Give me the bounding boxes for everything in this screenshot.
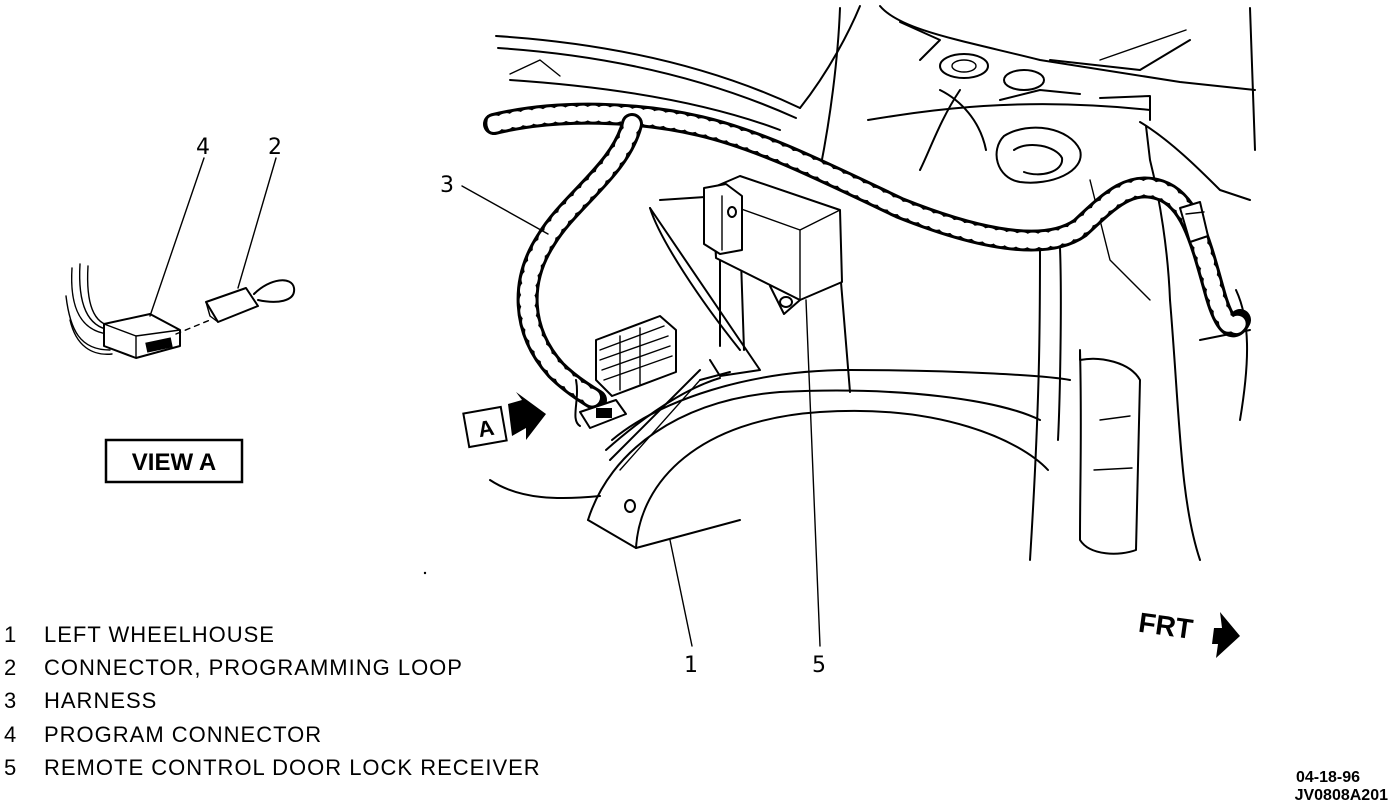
view-a-arrow: A [462,392,546,449]
upper-body-panel [495,5,1256,301]
leader-3 [461,185,549,235]
svg-text:4: 4 [4,722,16,747]
callout-4: 4 [196,135,210,160]
door-lock-receiver [703,175,843,315]
view-a-label: VIEW A [132,449,216,476]
svg-text:2: 2 [4,655,16,680]
figure-date: 04-18-96 [1296,769,1360,786]
svg-text:LEFT WHEELHOUSE: LEFT WHEELHOUSE [44,622,275,647]
front-label: FRT [1137,607,1195,645]
svg-text:HARNESS: HARNESS [44,688,157,713]
callout-3: 3 [440,173,454,198]
legend-item: 4 PROGRAM CONNECTOR [4,722,322,747]
left-wheelhouse [489,195,1251,561]
view-a-box [104,438,244,484]
programming-loop-connector [205,279,296,323]
legend-item: 3 HARNESS [4,688,157,713]
svg-text:REMOTE CONTROL DOOR LOCK RECEI: REMOTE CONTROL DOOR LOCK RECEIVER [44,755,541,780]
legend-item: 2 CONNECTOR, PROGRAMMING LOOP [4,655,463,680]
callout-2: 2 [268,135,282,160]
leader-4 [149,157,205,317]
legend: 1 LEFT WHEELHOUSE 2 CONNECTOR, PROGRAMMI… [4,622,541,780]
legend-item: 1 LEFT WHEELHOUSE [4,622,275,647]
vehicle-interior-drawing: 3 1 5 A [440,5,1256,678]
leader-5 [805,299,821,647]
leader-2 [237,157,277,289]
svg-text:CONNECTOR, PROGRAMMING LOOP: CONNECTOR, PROGRAMMING LOOP [44,655,463,680]
callout-1: 1 [684,653,698,678]
legend-item: 5 REMOTE CONTROL DOOR LOCK RECEIVER [4,755,541,780]
receiver-connector [574,315,677,429]
program-connector-wires [65,263,113,355]
svg-text:1: 1 [4,622,16,647]
harness [483,102,1251,411]
front-arrow-icon [1212,612,1240,658]
figure-code: JV0808A201 [1295,787,1389,804]
callout-5: 5 [812,653,826,678]
front-direction-indicator: FRT [1137,607,1240,658]
figure-footer: 04-18-96 JV0808A201 [1295,769,1389,804]
svg-text:3: 3 [4,688,16,713]
harness-clip [1179,201,1209,243]
leader-1 [669,539,693,647]
svg-text:5: 5 [4,755,16,780]
view-a-arrow-label: A [476,415,496,442]
program-connector [103,313,181,359]
svg-text:PROGRAM CONNECTOR: PROGRAM CONNECTOR [44,722,322,747]
view-a-inset: 4 2 VIEW A [65,135,296,484]
